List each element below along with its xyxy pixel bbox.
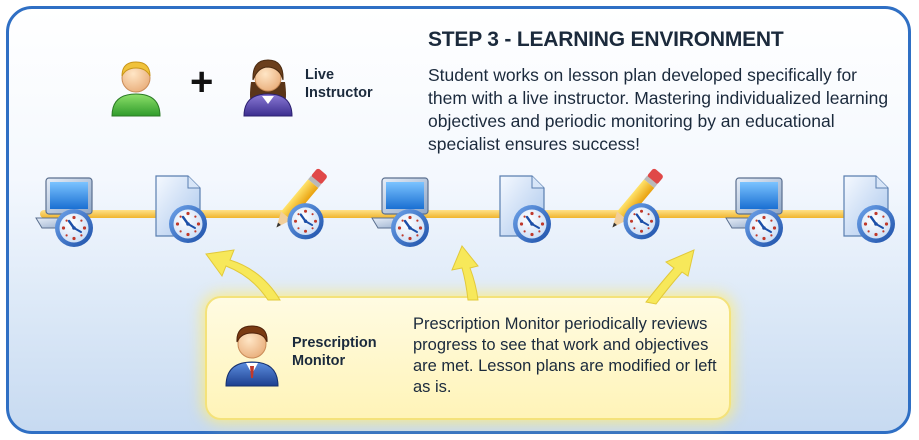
step-description: Student works on lesson plan developed s…: [428, 65, 889, 154]
live-instructor-label: Live Instructor: [305, 66, 415, 102]
prescription-monitor-description: Prescription Monitor periodically review…: [413, 315, 717, 396]
instructor-label-line1: Live: [305, 67, 335, 83]
prescription-monitor-label: Prescription Monitor: [292, 334, 377, 370]
step-title: STEP 3 - LEARNING ENVIRONMENT: [428, 28, 784, 51]
prescription-monitor-icon: [225, 325, 279, 387]
timeline-node-pencil-2: [612, 168, 663, 241]
timeline-node-document-3: [843, 175, 897, 245]
plus-icon: +: [190, 60, 214, 104]
timeline-node-pencil-1: [276, 168, 327, 241]
timeline-node-document-2: [499, 175, 553, 245]
timeline-node-document-1: [155, 175, 209, 245]
monitor-label-line1: Prescription: [292, 335, 377, 351]
timeline-node-computer-2: [371, 177, 431, 249]
timeline-node-computer-3: [725, 177, 785, 249]
timeline-node-computer-1: [35, 177, 95, 249]
instructor-icon: [243, 59, 293, 117]
monitor-label-line2: Monitor: [292, 353, 346, 369]
instructor-label-line2: Instructor: [305, 85, 373, 101]
participants-row: +: [104, 56, 404, 126]
student-icon: [111, 61, 161, 117]
